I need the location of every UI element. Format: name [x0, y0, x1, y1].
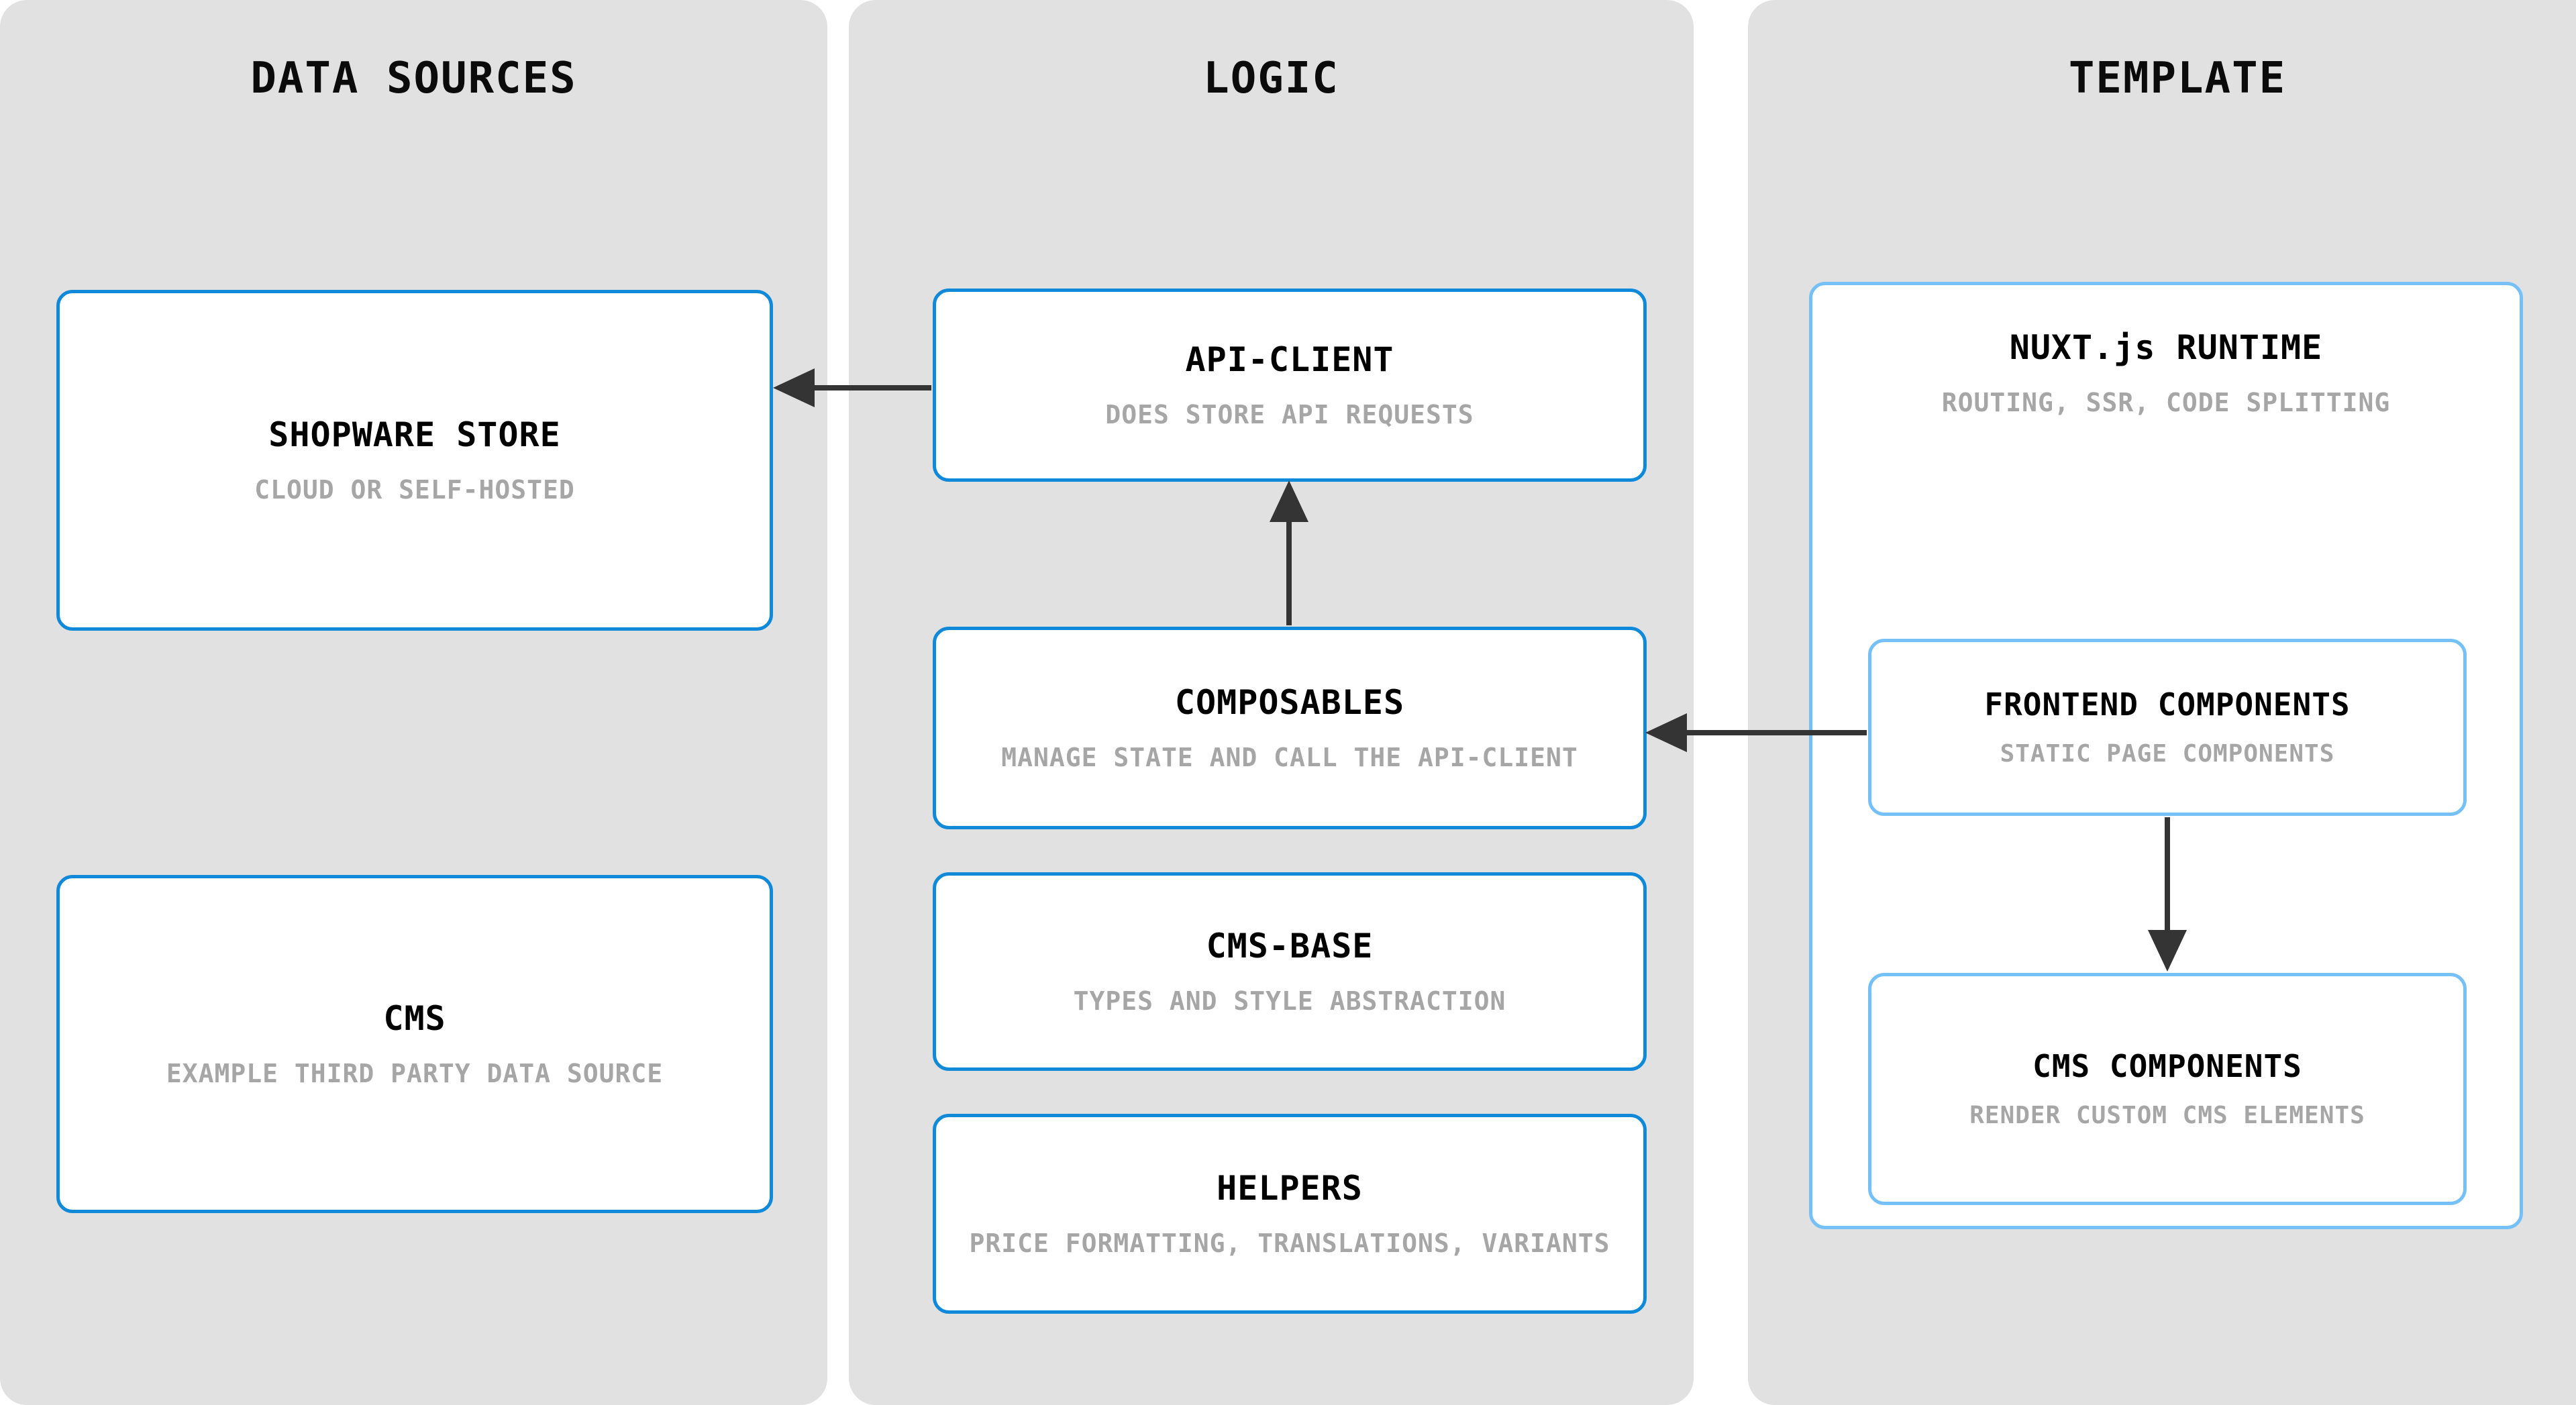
node-cms-components-title: CMS COMPONENTS — [2032, 1047, 2302, 1084]
node-helpers[interactable]: HELPERS PRICE FORMATTING, TRANSLATIONS, … — [933, 1114, 1647, 1314]
node-shopware-store-subtitle: CLOUD OR SELF-HOSTED — [254, 474, 575, 505]
node-frontend-components[interactable]: FRONTEND COMPONENTS STATIC PAGE COMPONEN… — [1868, 639, 2467, 816]
node-frontend-components-subtitle: STATIC PAGE COMPONENTS — [2000, 739, 2335, 768]
node-frontend-components-title: FRONTEND COMPONENTS — [1984, 686, 2351, 723]
node-cms[interactable]: CMS EXAMPLE THIRD PARTY DATA SOURCE — [56, 875, 773, 1213]
node-api-client-title: API-CLIENT — [1185, 340, 1394, 379]
node-cms-subtitle: EXAMPLE THIRD PARTY DATA SOURCE — [166, 1058, 664, 1088]
node-shopware-store-title: SHOPWARE STORE — [268, 415, 561, 454]
column-title-data-sources: DATA SOURCES — [250, 54, 577, 103]
node-composables[interactable]: COMPOSABLES MANAGE STATE AND CALL THE AP… — [933, 627, 1647, 829]
node-api-client[interactable]: API-CLIENT DOES STORE API REQUESTS — [933, 289, 1647, 482]
node-shopware-store[interactable]: SHOPWARE STORE CLOUD OR SELF-HOSTED — [56, 290, 773, 631]
node-api-client-subtitle: DOES STORE API REQUESTS — [1105, 399, 1474, 429]
column-title-template: TEMPLATE — [2068, 54, 2287, 103]
node-cms-base-subtitle: TYPES AND STYLE ABSTRACTION — [1073, 986, 1506, 1016]
node-cms-title: CMS — [383, 998, 446, 1038]
node-composables-title: COMPOSABLES — [1174, 682, 1405, 722]
node-cms-components[interactable]: CMS COMPONENTS RENDER CUSTOM CMS ELEMENT… — [1868, 973, 2467, 1205]
node-cms-components-subtitle: RENDER CUSTOM CMS ELEMENTS — [1969, 1101, 2365, 1129]
node-composables-subtitle: MANAGE STATE AND CALL THE API-CLIENT — [1001, 742, 1578, 772]
node-cms-base-title: CMS-BASE — [1206, 926, 1374, 966]
node-nuxt-runtime-subtitle: ROUTING, SSR, CODE SPLITTING — [1941, 388, 2391, 417]
node-nuxt-runtime-title: NUXT.js RUNTIME — [2009, 328, 2323, 367]
node-helpers-title: HELPERS — [1217, 1168, 1363, 1208]
node-cms-base[interactable]: CMS-BASE TYPES AND STYLE ABSTRACTION — [933, 872, 1647, 1071]
column-title-logic: LOGIC — [1203, 54, 1339, 103]
node-helpers-subtitle: PRICE FORMATTING, TRANSLATIONS, VARIANTS — [969, 1228, 1610, 1258]
